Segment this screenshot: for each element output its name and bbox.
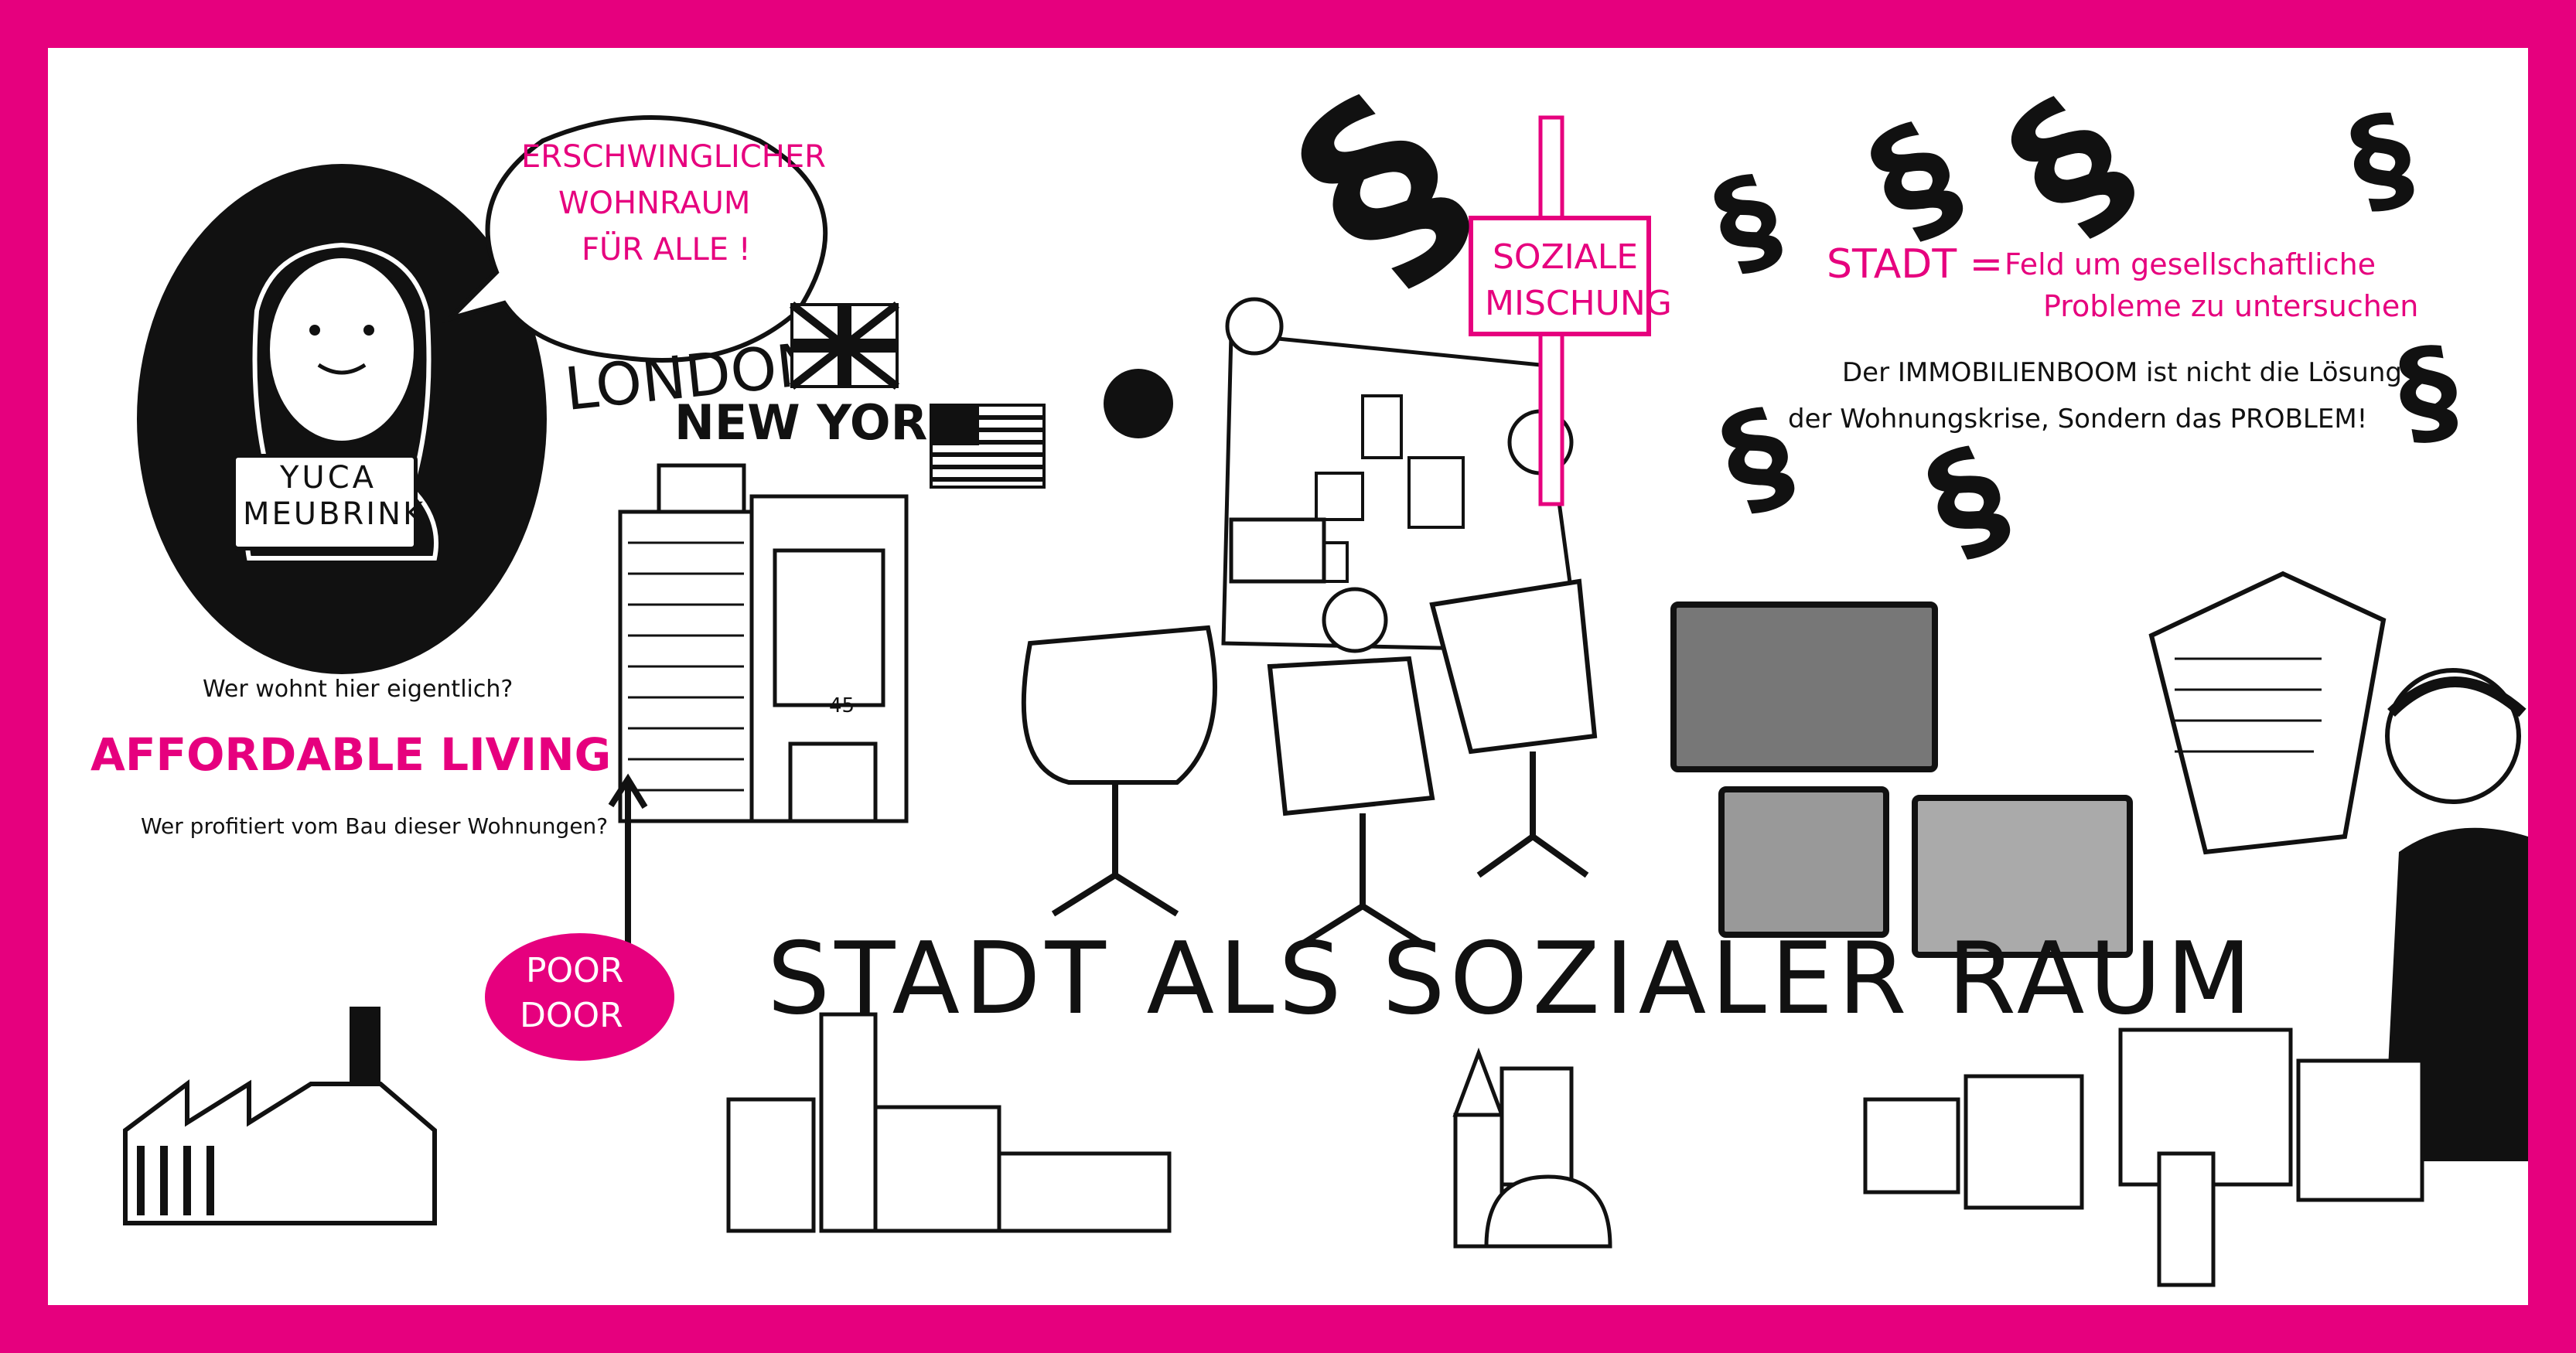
paragraph-icon: §: [2387, 320, 2469, 464]
poor-door-line-1: POOR: [526, 951, 624, 990]
meeting-scene: [1021, 297, 1598, 948]
main-title: STADT ALS SOZIALER RAUM: [767, 922, 2257, 1037]
church-illustration: [1452, 1047, 1612, 1249]
boom-line-1: Der IMMOBILIENBOOM ist nicht die Lösung: [1842, 357, 2402, 388]
name-line-2: MEUBRINK: [243, 496, 426, 532]
sketchnote-canvas: YUCA MEUBRINK ERSCHWINGLICHER WOHNRAUM F…: [48, 48, 2528, 1305]
photo-housing-1: [1670, 602, 1938, 772]
factory-illustration: [123, 1007, 437, 1225]
affordable-living-label: AFFORDABLE LIVING: [90, 728, 612, 781]
photo-housing-3: [1912, 795, 2133, 958]
tower-building: [618, 463, 909, 823]
bubble-line-2: WOHNRAUM: [558, 186, 751, 221]
name-card: [232, 454, 418, 550]
housing-blocks-illustration: [1863, 1028, 2424, 1287]
stadt-def-line-2: Probleme zu untersuchen: [2043, 289, 2419, 323]
sign-post: [1469, 115, 1651, 506]
question-top: Wer wohnt hier eigentlich?: [203, 676, 513, 703]
bubble-line-1: ERSCHWINGLICHER: [521, 139, 826, 175]
paragraph-icon: §: [1974, 60, 2167, 268]
poor-door-badge: [485, 933, 674, 1061]
photo-housing-2: [1718, 786, 1889, 938]
uk-flag-icon: [789, 302, 900, 390]
question-bottom: Wer profitiert vom Bau dieser Wohnungen?: [141, 813, 609, 839]
sign-line-1: SOZIALE: [1493, 237, 1639, 277]
paragraph-icon: §: [2335, 87, 2428, 233]
us-flag-icon: [930, 404, 1046, 489]
boom-line-2: der Wohnungskrise, Sondern das PROBLEM!: [1788, 404, 2368, 435]
bubble-line-3: FÜR ALLE !: [582, 232, 751, 268]
stadt-def-line-1: Feld um gesellschaftliche: [2005, 247, 2376, 281]
poor-door-line-2: DOOR: [520, 996, 623, 1035]
paragraph-icon: §: [1844, 91, 1986, 267]
arrow-up-icon: [608, 773, 648, 957]
paragraph-icon: §: [1906, 417, 2030, 584]
name-line-1: YUCA: [280, 460, 377, 496]
newspaper-reader: [2148, 571, 2528, 1161]
sign-line-2: MISCHUNG: [1485, 284, 1672, 323]
speech-bubble-shape: [442, 115, 828, 363]
city-new-york: NEW YORK: [674, 394, 965, 451]
stadt-label: STADT =: [1827, 241, 2004, 288]
building-number: 45: [829, 694, 855, 717]
paragraph-icon: §: [1697, 148, 1798, 295]
city-block-illustration: [726, 1012, 1172, 1233]
